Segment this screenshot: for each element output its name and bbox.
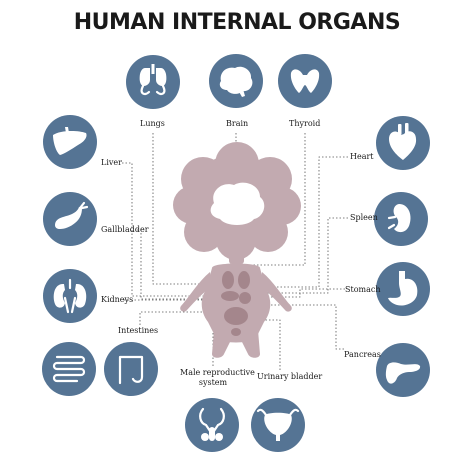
organs-in-torso — [221, 271, 251, 336]
label-heart: Heart — [350, 152, 374, 161]
leader-urinary-bladder — [245, 319, 281, 370]
leader-stomach — [248, 288, 345, 298]
label-gallbladder: Gallbladder — [101, 225, 149, 234]
label-stomach: Stomach — [345, 285, 381, 294]
large-intestine-icon — [104, 342, 158, 396]
label-kidneys: Kidneys — [101, 295, 134, 304]
left-arm — [180, 272, 212, 312]
neck — [229, 250, 244, 264]
brain-in-head — [210, 182, 265, 225]
male-reproductive-icon — [185, 398, 239, 452]
gallbladder-icon — [43, 192, 97, 246]
leader-pancreas — [248, 304, 344, 350]
label-pancreas: Pancreas — [344, 350, 381, 359]
spleen-icon — [374, 192, 428, 246]
pancreas-icon — [376, 343, 430, 397]
label-lungs: Lungs — [140, 119, 165, 128]
lungs-icon — [126, 55, 180, 109]
leader-heart — [245, 156, 348, 288]
label-brain: Brain — [226, 119, 249, 128]
urinary-bladder-icon — [251, 398, 305, 452]
label-intestines: Intestines — [118, 326, 159, 335]
label-male-reproductive: Male reproductive system — [180, 368, 255, 388]
small-intestine-icon — [42, 342, 96, 396]
leader-thyroid — [240, 133, 306, 266]
stomach-icon — [376, 262, 430, 316]
torso — [201, 263, 271, 343]
label-urinary-bladder: Urinary bladder — [257, 372, 323, 381]
label-male-reproductive-line1: Male reproductive — [180, 368, 255, 377]
heart-icon — [376, 116, 430, 170]
leader-intestines — [139, 311, 232, 325]
kidneys-icon — [43, 269, 97, 323]
left-leg — [212, 330, 232, 358]
leader-spleen — [248, 217, 348, 294]
leader-liver — [122, 162, 232, 297]
right-leg — [240, 330, 260, 358]
leader-gallbladder — [137, 229, 232, 300]
right-arm — [260, 272, 292, 312]
liver-icon — [43, 115, 97, 169]
page-title: HUMAN INTERNAL ORGANS — [73, 10, 401, 35]
body-silhouette — [173, 142, 301, 358]
brain-icon — [209, 54, 263, 108]
label-spleen: Spleen — [350, 213, 378, 222]
head-outline — [173, 142, 301, 260]
label-male-reproductive-line2: system — [198, 378, 228, 387]
thyroid-icon — [278, 54, 332, 108]
label-thyroid: Thyroid — [289, 119, 321, 128]
label-liver: Liver — [101, 158, 122, 167]
